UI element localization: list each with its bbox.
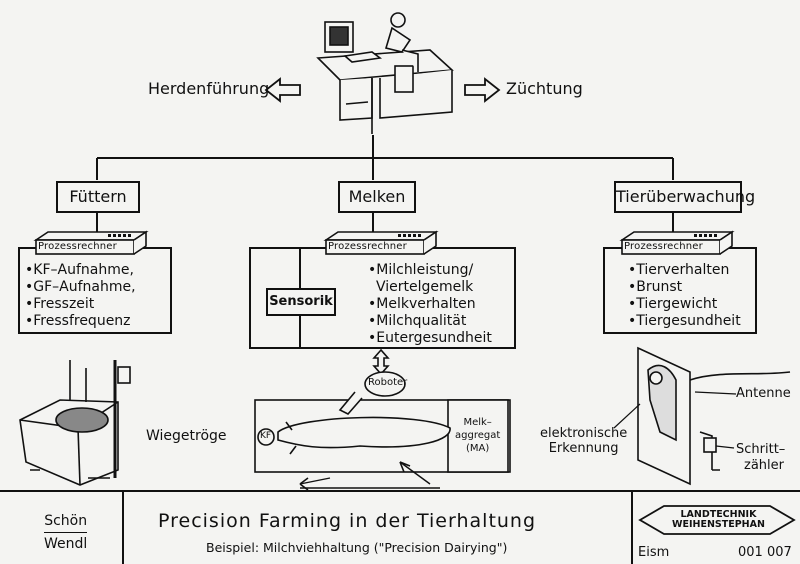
arrow-right-icon — [464, 77, 501, 103]
cow-gate-icon — [613, 346, 791, 486]
melken-box: Melken — [338, 181, 416, 213]
erkennung-label: elektronische Erkennung — [540, 426, 628, 456]
list-item: •Brunst — [628, 279, 683, 295]
melken-list: •Milchleistung/ Viertelgemelk •Melkverha… — [368, 262, 492, 347]
arrow-left-icon — [264, 77, 301, 103]
melkaggregat-label: Melk– aggregat (MA) — [455, 417, 501, 454]
list-item: •Fresszeit — [25, 296, 95, 312]
code-right: 001 007 — [738, 545, 792, 560]
code-left: Eism — [638, 545, 670, 560]
list-item: •Eutergesundheit — [368, 330, 492, 346]
kf-label: KF — [260, 431, 272, 441]
feed-trough-icon — [19, 360, 131, 486]
list-item: •Tierverhalten — [628, 262, 730, 278]
herdenfuehrung-label: Herdenführung — [148, 79, 270, 98]
fuettern-list: •KF–Aufnahme, •GF–Aufnahme, •Fresszeit •… — [25, 262, 136, 330]
computer-label: Prozessrechner — [328, 241, 407, 252]
list-item: •Tiergesundheit — [628, 313, 741, 329]
antenne-label: Antenne — [736, 386, 791, 401]
list-item: •Fressfrequenz — [25, 313, 131, 329]
workstation-icon — [316, 12, 454, 134]
milking-parlour-icon — [254, 371, 511, 491]
computer-icon — [619, 230, 735, 255]
footer-subtitle: Beispiel: Milchviehhaltung ("Precision D… — [206, 540, 508, 555]
list-item: •Tiergewicht — [628, 296, 718, 312]
logo-emblem — [638, 505, 796, 535]
sensorik-box: Sensorik — [266, 288, 336, 316]
wiegetroege-label: Wiegetröge — [146, 428, 227, 444]
fuettern-box: Füttern — [56, 181, 140, 213]
double-arrow-icon — [372, 348, 390, 376]
list-item: •GF–Aufnahme, — [25, 279, 136, 295]
computer-label: Prozessrechner — [624, 241, 703, 252]
zuechtung-label: Züchtung — [506, 79, 583, 98]
tierueberwachung-box: Tierüberwachung — [614, 181, 755, 213]
computer-icon — [33, 230, 149, 255]
list-item: Viertelgemelk — [376, 279, 474, 295]
logo-text: LANDTECHNIK WEIHENSTEPHAN — [672, 509, 765, 530]
list-item: •Milchleistung/ — [368, 262, 474, 278]
list-item: •KF–Aufnahme, — [25, 262, 134, 278]
tier-list: •Tierverhalten •Brunst •Tiergewicht •Tie… — [628, 262, 741, 330]
computer-icon — [323, 230, 439, 255]
list-item: •Melkverhalten — [368, 296, 476, 312]
computer-label: Prozessrechner — [38, 241, 117, 252]
footer-title: Precision Farming in der Tierhaltung — [158, 510, 537, 532]
roboter-label: Roboter — [368, 377, 408, 388]
authors: Schön Wendl — [44, 510, 88, 555]
schrittzaehler-label: Schritt– zähler — [736, 442, 786, 473]
list-item: •Milchqualität — [368, 313, 467, 329]
